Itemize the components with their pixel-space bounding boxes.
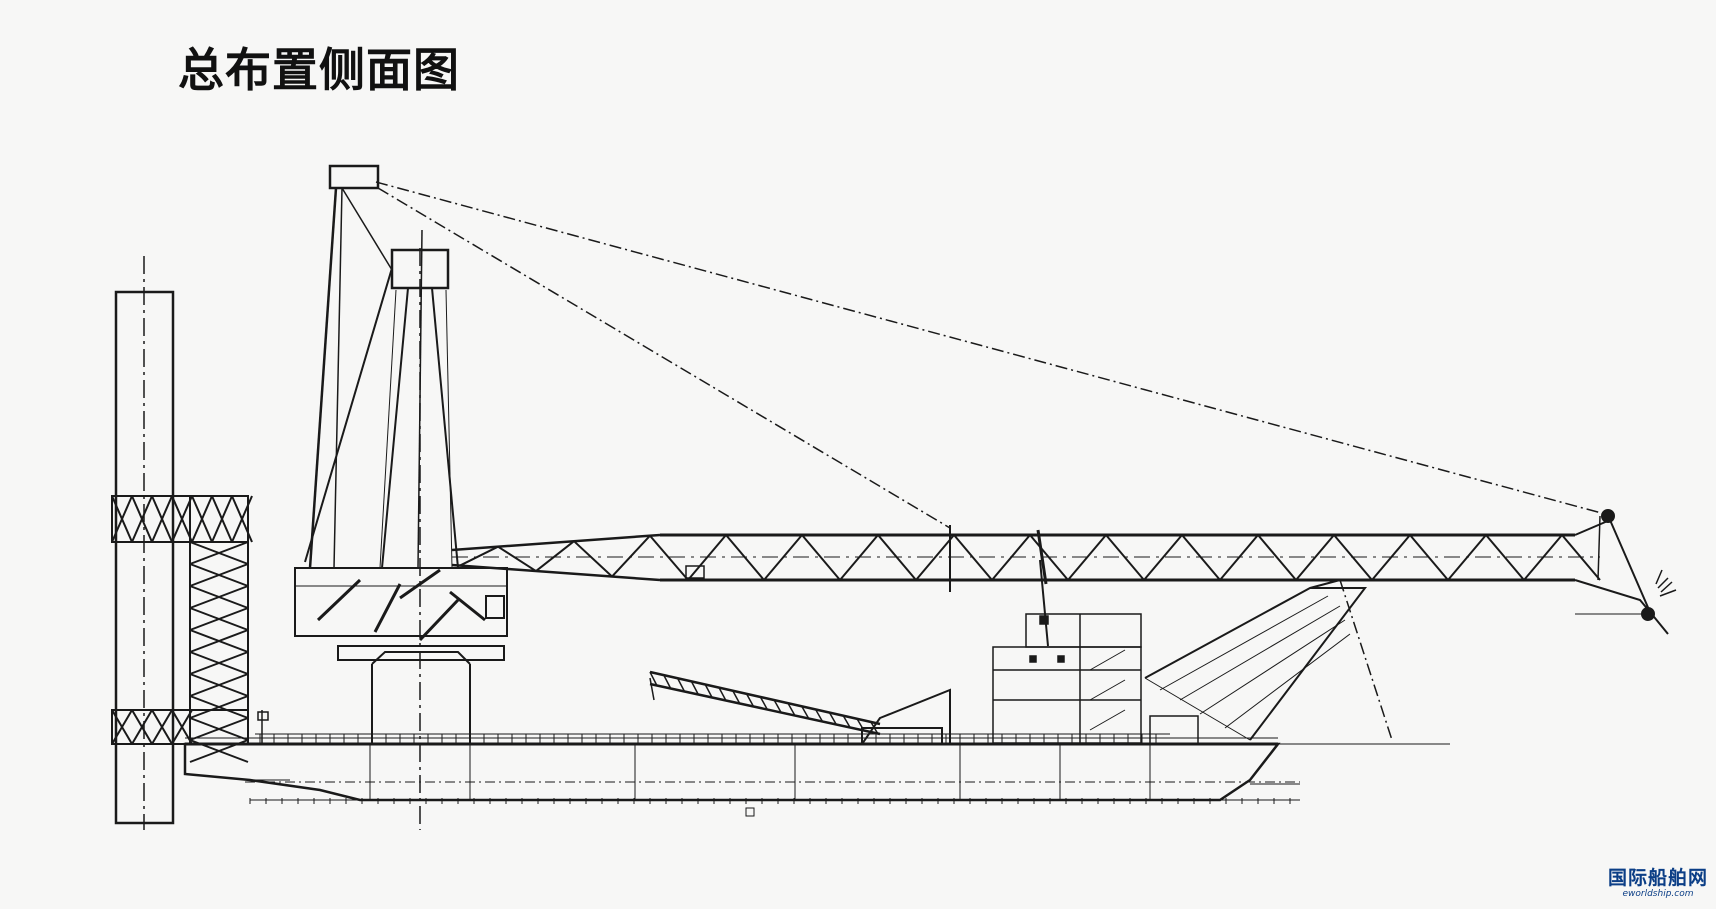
boom-tip xyxy=(1574,509,1677,635)
crane-pedestal xyxy=(294,248,508,830)
deckhouse xyxy=(992,559,1142,744)
watermark-logo: 国际船舶网 eworldship.com xyxy=(1608,869,1708,899)
auxiliary-crane xyxy=(649,670,951,745)
main-boom xyxy=(451,525,1601,592)
watermark-name: 国际船舶网 xyxy=(1607,867,1708,889)
barge-hull xyxy=(183,733,1450,817)
pendant-cables xyxy=(375,181,1606,741)
watermark-site: eworldship.com xyxy=(1622,889,1694,899)
pile-guide-frame xyxy=(111,495,253,763)
page-title: 总布置侧面图 xyxy=(178,43,460,97)
deck-fitting xyxy=(257,710,269,744)
boom-rest xyxy=(1144,579,1368,745)
crane-machinery xyxy=(316,568,505,642)
a-frame-tower xyxy=(304,164,459,569)
